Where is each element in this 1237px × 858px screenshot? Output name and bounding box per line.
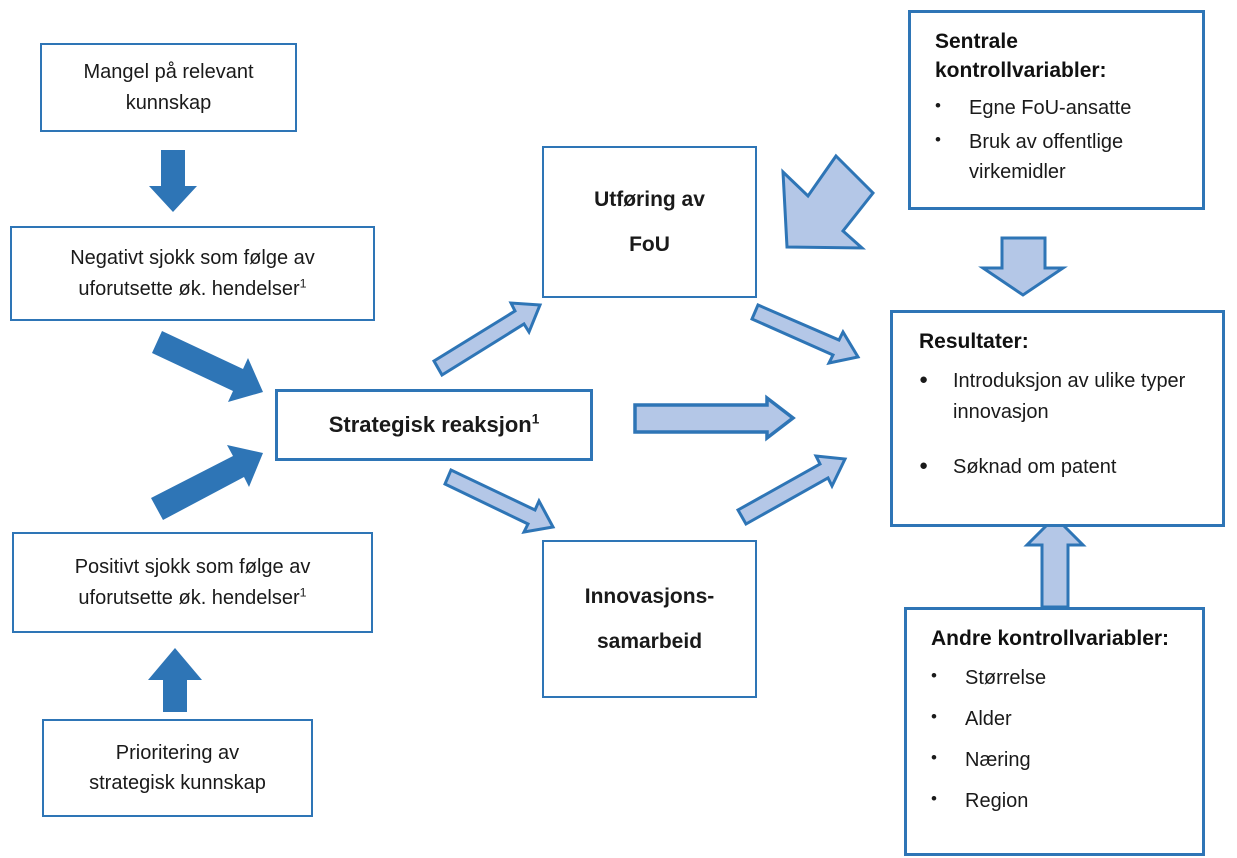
box-positivt-sjokk: Positivt sjokk som følge av uforutsette …: [12, 532, 373, 633]
arrow-sentrale-to-resultater: [978, 236, 1068, 297]
box-text-line: Negativt sjokk som følge av: [70, 246, 315, 269]
box-text-line: kunnskap: [125, 91, 212, 114]
arrow-andre-to-resultater: [1023, 514, 1087, 609]
arrow-utforing-to-resultater: [750, 303, 861, 366]
box-text-line: samarbeid: [596, 630, 703, 653]
bullet-icon: •: [931, 665, 937, 685]
box-text-line: Strategisk reaksjon1: [278, 412, 590, 438]
box-innovasjonssamarbeid: Innovasjons- samarbeid: [542, 540, 757, 698]
bullet-icon: •: [931, 706, 937, 726]
arrow-positivt-to-strategisk: [151, 445, 263, 520]
box-text: Strategisk reaksjon: [328, 412, 532, 437]
bullet-list: • Egne FoU-ansatte • Bruk av offentlige vi…: [935, 93, 1192, 191]
bullet-icon: •: [931, 747, 937, 767]
bullet-list: • Størrelse • Alder • Næring • Region: [931, 664, 1192, 828]
bullet-icon: •: [935, 95, 941, 115]
list-item-text: Egne FoU-ansatte: [969, 96, 1132, 119]
box-strategisk-reaksjon: Strategisk reaksjon1: [275, 389, 593, 461]
list-item-text: Søknad om patent: [953, 455, 1117, 478]
arrow-strategisk-to-resultater: [633, 394, 796, 442]
box-text-line: strategisk kunnskap: [89, 772, 266, 794]
list-item: • Næring: [931, 746, 1192, 775]
box-heading: Resultater:: [919, 330, 1029, 353]
box-heading: Sentrale kontrollvariabler:: [935, 30, 1107, 82]
box-text-line: Utføring av: [594, 187, 705, 211]
list-item-text: Region: [965, 789, 1029, 812]
footnote-marker: 1: [299, 275, 307, 290]
box-sentrale-kontrollvariabler: Sentrale kontrollvariabler: • Egne FoU-an…: [908, 10, 1205, 210]
bullet-list: ●Introduksjon av ulike typer innovasjon …: [919, 366, 1212, 483]
arrow-strategisk-to-utforing: [431, 301, 543, 378]
box-text-line: Positivt sjokk som følge av: [74, 555, 311, 578]
box-text: uforutsette øk. hendelser: [78, 586, 300, 609]
bullet-icon: ●: [919, 456, 929, 474]
box-text-line: uforutsette øk. hendelser1: [14, 583, 371, 614]
arrow-negativt-to-strategisk: [152, 331, 263, 402]
list-item-text: Næring: [965, 748, 1031, 771]
bullet-icon: •: [931, 788, 937, 808]
list-item-text: Introduksjon av ulike typer innovasjon: [953, 369, 1186, 423]
box-heading: Andre kontrollvariabler:: [931, 627, 1170, 650]
arrow-prioritering-to-positivt: [148, 648, 202, 712]
list-item: • Region: [931, 787, 1192, 816]
list-item: • Egne FoU-ansatte: [935, 93, 1192, 123]
box-resultater: Resultater: ● Introduksjon av ulike typer…: [890, 310, 1225, 527]
list-item: ● Introduksjon av ulike typer innovasjon: [919, 366, 1212, 428]
box-text-line: FoU: [629, 233, 670, 256]
arrow-strategisk-to-innovasjon: [443, 467, 556, 534]
list-item: • Bruk av offentlige virkemidler: [935, 127, 1192, 187]
list-item: ● Søknad om patent: [919, 452, 1212, 483]
footnote-marker: 1: [299, 584, 307, 599]
box-text: uforutsette øk. hendelser: [78, 277, 300, 300]
arrow-innovasjon-to-resultater: [735, 454, 848, 527]
list-item: • Alder: [931, 705, 1192, 734]
box-text-line: Mangel på relevant: [83, 60, 254, 83]
box-text-line: Innovasjons-: [584, 584, 715, 608]
list-item: • Størrelse: [931, 664, 1192, 693]
box-andre-kontrollvariabler: Andre kontrollvariabler: • Størrelse • Ald…: [904, 607, 1205, 856]
list-item-text: Bruk av offentlige virkemidler: [969, 130, 1124, 183]
box-negativt-sjokk: Negativt sjokk som følge av uforutsette …: [10, 226, 375, 321]
arrow-mangel-to-negativt: [149, 150, 197, 212]
list-item-text: Alder: [965, 707, 1012, 730]
bullet-icon: •: [935, 129, 941, 149]
box-text-line: Prioritering av: [115, 742, 240, 764]
arrow-sentrale-to-utforing: [781, 153, 876, 250]
box-prioritering-strategisk-kunnskap: Prioritering av strategisk kunnskap: [42, 719, 313, 817]
box-utforing-av-fou: Utføring av FoU: [542, 146, 757, 298]
box-mangel-pa-relevant-kunnskap: Mangel på relevant kunnskap: [40, 43, 297, 132]
box-text-line: uforutsette øk. hendelser1: [12, 274, 373, 305]
footnote-marker: 1: [531, 411, 540, 427]
list-item-text: Størrelse: [965, 666, 1047, 689]
bullet-icon: ●: [919, 370, 929, 388]
